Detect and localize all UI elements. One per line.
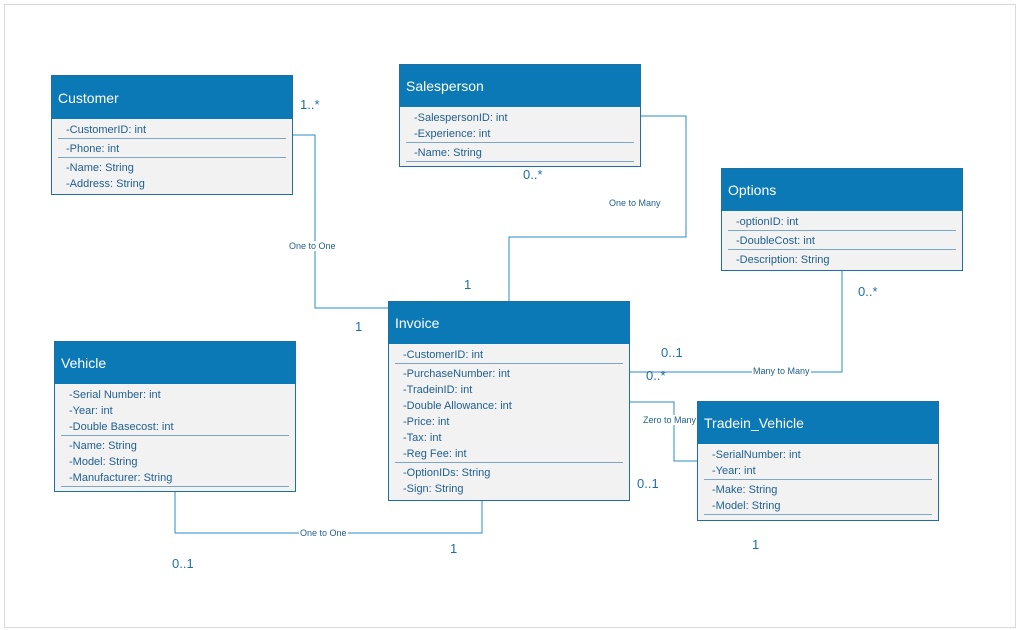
customer-class-name: Customer bbox=[52, 76, 292, 119]
options-class-name: Options bbox=[722, 169, 962, 211]
attr-separator bbox=[704, 514, 932, 515]
salesperson-class[interactable]: Salesperson -SalespersonID: int -Experie… bbox=[399, 64, 641, 167]
tradein-attr: -Make: String bbox=[712, 484, 778, 496]
attr-separator bbox=[406, 142, 634, 143]
invoice-tradein-connector bbox=[629, 401, 698, 462]
vehicle-attr: -Double Basecost: int bbox=[69, 421, 174, 433]
salesperson-attr: -SalespersonID: int bbox=[414, 112, 508, 124]
invoice-options-connector bbox=[629, 270, 843, 373]
options-attr: -DoubleCost: int bbox=[736, 235, 815, 247]
customer-class[interactable]: Customer -CustomerID: int -Phone: int -N… bbox=[51, 75, 293, 195]
tradein-vehicle-class[interactable]: Tradein_Vehicle -SerialNumber: int -Year… bbox=[697, 401, 939, 521]
salesperson-invoice-connector bbox=[508, 115, 687, 301]
attr-separator bbox=[58, 157, 286, 158]
customer-multiplicity: 1..* bbox=[300, 97, 320, 112]
options-class[interactable]: Options -optionID: int -DoubleCost: int … bbox=[721, 168, 963, 271]
customer-attr: -Phone: int bbox=[66, 143, 120, 155]
vehicle-attr: -Name: String bbox=[69, 440, 137, 452]
customer-invoice-end-multiplicity: 1 bbox=[355, 319, 363, 334]
invoice-attr: -Reg Fee: int bbox=[403, 448, 467, 460]
customer-invoice-relation-label: One to One bbox=[288, 241, 337, 251]
invoice-attr: -PurchaseNumber: int bbox=[403, 368, 510, 380]
vehicle-attr: -Manufacturer: String bbox=[69, 472, 173, 484]
salesperson-attr: -Name: String bbox=[414, 147, 482, 159]
invoice-attr: -Sign: String bbox=[403, 483, 464, 495]
invoice-class[interactable]: Invoice -CustomerID: int -PurchaseNumber… bbox=[388, 301, 630, 501]
attr-separator bbox=[395, 462, 623, 463]
options-attr: -optionID: int bbox=[736, 216, 799, 228]
diagram-frame bbox=[4, 4, 1016, 628]
vehicle-attr: -Serial Number: int bbox=[69, 389, 161, 401]
vehicle-multiplicity: 0..1 bbox=[172, 556, 194, 571]
invoice-options-multiplicity-a: 0..1 bbox=[661, 345, 683, 360]
tradein-attr: -Year: int bbox=[712, 465, 756, 477]
tradein-multiplicity: 1 bbox=[752, 537, 760, 552]
salesperson-class-name: Salesperson bbox=[400, 65, 640, 107]
invoice-tradein-multiplicity: 0..1 bbox=[637, 476, 659, 491]
invoice-options-relation-label: Many to Many bbox=[752, 366, 811, 376]
invoice-attr: -Double Allowance: int bbox=[403, 400, 512, 412]
salesperson-multiplicity: 0..* bbox=[523, 167, 543, 182]
invoice-options-multiplicity-b: 0..* bbox=[646, 368, 666, 383]
tradein-attr: -Model: String bbox=[712, 500, 781, 512]
invoice-attr: -Tax: int bbox=[403, 432, 442, 444]
invoice-attr: -Price: int bbox=[403, 416, 450, 428]
tradein-attr: -SerialNumber: int bbox=[712, 449, 801, 461]
invoice-attr: -CustomerID: int bbox=[403, 349, 484, 361]
attr-separator bbox=[704, 479, 932, 480]
vehicle-class[interactable]: Vehicle -Serial Number: int -Year: int -… bbox=[54, 341, 296, 492]
salesperson-invoice-relation-label: One to Many bbox=[608, 198, 662, 208]
options-multiplicity: 0..* bbox=[858, 284, 878, 299]
salesperson-attr: -Experience: int bbox=[414, 128, 491, 140]
vehicle-invoice-end-multiplicity: 1 bbox=[450, 541, 458, 556]
customer-attr: -CustomerID: int bbox=[66, 124, 147, 136]
vehicle-attr: -Year: int bbox=[69, 405, 113, 417]
customer-attr: -Name: String bbox=[66, 162, 134, 174]
vehicle-invoice-relation-label: One to One bbox=[299, 528, 348, 538]
invoice-attr: -OptionIDs: String bbox=[403, 467, 491, 479]
invoice-tradein-relation-label: Zero to Many bbox=[642, 415, 698, 425]
attr-separator bbox=[58, 138, 286, 139]
invoice-class-name: Invoice bbox=[389, 302, 629, 344]
invoice-attr: -TradeinID: int bbox=[403, 384, 473, 396]
vehicle-class-name: Vehicle bbox=[55, 342, 295, 384]
attr-separator bbox=[61, 435, 289, 436]
attr-separator bbox=[61, 486, 289, 487]
customer-invoice-connector bbox=[292, 134, 388, 309]
attr-separator bbox=[728, 249, 956, 250]
options-attr: -Description: String bbox=[736, 254, 830, 266]
attr-separator bbox=[406, 161, 634, 162]
tradein-vehicle-class-name: Tradein_Vehicle bbox=[698, 402, 938, 444]
vehicle-attr: -Model: String bbox=[69, 456, 138, 468]
attr-separator bbox=[395, 363, 623, 364]
attr-separator bbox=[728, 230, 956, 231]
customer-attr: -Address: String bbox=[66, 178, 145, 190]
salesperson-invoice-end-multiplicity: 1 bbox=[464, 277, 472, 292]
